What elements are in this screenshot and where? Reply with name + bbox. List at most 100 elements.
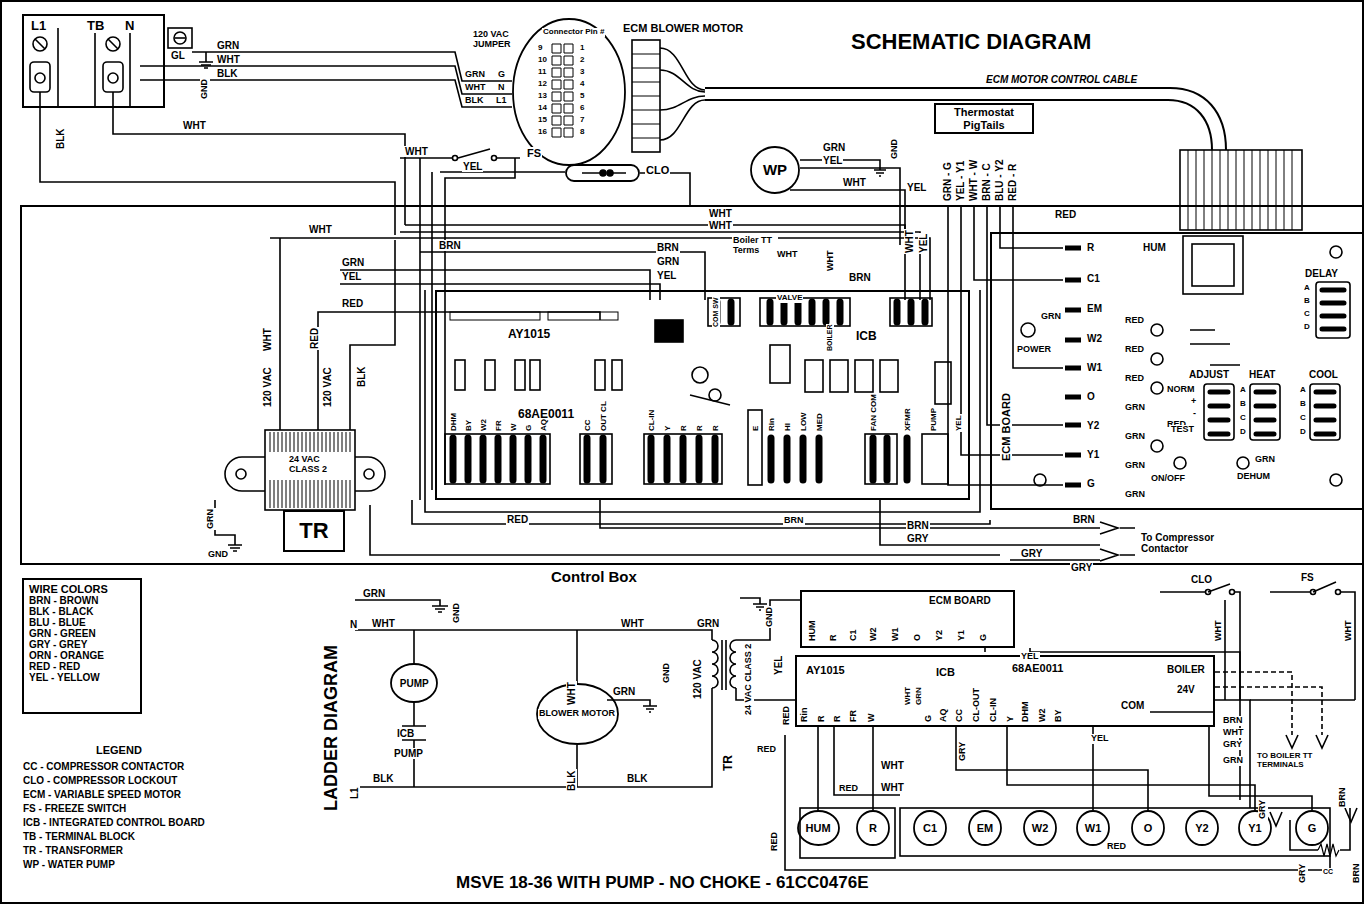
wire-line xyxy=(1256,392,1274,434)
wire-line xyxy=(595,360,605,390)
wire-label: G xyxy=(525,424,534,432)
wire-label: 24V xyxy=(1176,684,1196,695)
wire-line xyxy=(1330,474,1342,486)
circle-shape xyxy=(537,684,618,744)
wire-label: WHT xyxy=(1344,620,1354,643)
control-box: Control BoxAY101568AE0011ICBECM BOARDTR xyxy=(20,205,1364,565)
wire-line xyxy=(660,48,705,140)
wire-label: R xyxy=(696,424,705,432)
wire-label: FR xyxy=(849,709,859,723)
wire-label: WHT xyxy=(1214,620,1224,643)
wire-line xyxy=(1034,474,1046,486)
wire-label: 2 xyxy=(579,56,585,65)
circle-outline xyxy=(512,18,626,166)
wire-line xyxy=(865,434,897,484)
wire-line xyxy=(948,206,1063,485)
wire-line xyxy=(108,73,118,83)
node-text: C1 xyxy=(922,822,938,834)
wire-line xyxy=(1183,236,1243,294)
wire-label: GND xyxy=(200,78,210,100)
wire-label: PUMP xyxy=(393,748,424,759)
wire-line xyxy=(830,360,848,392)
wire-label: Boiler TT Terms xyxy=(732,236,778,256)
wire-line xyxy=(1190,330,1240,365)
wire-line xyxy=(548,312,618,320)
node-text: AY1015 xyxy=(507,328,551,341)
wire-label: RED xyxy=(1054,209,1077,220)
node-text: O xyxy=(1143,822,1154,834)
wire-label: YEL xyxy=(341,271,362,282)
wire-line xyxy=(445,434,550,484)
wire-label: R xyxy=(712,424,721,432)
wire-label: CC xyxy=(584,418,593,432)
node-text: ICB xyxy=(935,666,956,678)
wire-label: GRN xyxy=(656,256,680,267)
wire-label: FS - FREEZE SWITCH xyxy=(22,803,127,814)
wire-label: BLK xyxy=(566,769,577,792)
node-text: BLOWER MOTOR xyxy=(538,709,616,719)
wire-label: C1 xyxy=(849,628,859,642)
wire-label: GND xyxy=(452,602,462,624)
wire-label: YEL xyxy=(822,155,843,166)
wire-line xyxy=(1120,528,1135,555)
wire-line xyxy=(175,37,185,39)
wire-label: BLK xyxy=(626,773,649,784)
wire-label: 15 xyxy=(537,116,548,125)
wire-label: WHT xyxy=(708,208,733,219)
wire-line xyxy=(1151,382,1163,394)
wire-label: YEL xyxy=(955,414,964,432)
wire-label: D xyxy=(1299,428,1307,437)
wire-label: B xyxy=(1239,400,1247,409)
node-text: BRN - BROWN xyxy=(28,595,99,606)
wire-label: R xyxy=(680,424,689,432)
wire-label: Y1 xyxy=(957,629,967,642)
node-text: TR xyxy=(298,519,329,543)
wire-line xyxy=(265,430,355,510)
wire-line xyxy=(1336,590,1341,595)
wire-label: N xyxy=(497,83,506,93)
wire-label: WP - WATER PUMP xyxy=(22,859,116,870)
wire-line xyxy=(1313,582,1336,592)
wire-line xyxy=(655,320,683,342)
wire-label: CLO xyxy=(1190,574,1213,585)
wire-label: GRY xyxy=(1222,740,1243,750)
control-board: AY101568AE0011ICB xyxy=(435,290,970,500)
wire-label: WHT xyxy=(371,618,396,629)
wire-label: Rin xyxy=(768,417,777,432)
wire-label: G xyxy=(497,70,506,80)
wire-line xyxy=(1250,592,1355,700)
circle-shape xyxy=(914,811,946,845)
wire-line xyxy=(770,345,790,383)
wire-label: CC - COMPRESSOR CONTACTOR xyxy=(22,761,185,772)
wire-label: DHM xyxy=(450,412,459,432)
wire-label: 12 xyxy=(537,80,548,89)
node-text: ICB xyxy=(855,330,878,343)
wire-label: 10 xyxy=(537,56,548,65)
wire-label: RED xyxy=(1124,374,1145,384)
pump-circle: WP xyxy=(750,146,800,194)
node-text: Connector Pin # xyxy=(542,28,605,37)
wire-line xyxy=(1286,735,1328,748)
wire-line xyxy=(600,170,606,176)
wire-label: 120 VAC JUMPER xyxy=(472,30,516,50)
lockout-switch: CLO xyxy=(565,164,640,182)
wire-label: GRN xyxy=(362,588,386,599)
wire-label: BLK xyxy=(372,773,395,784)
wire-line xyxy=(785,735,1330,870)
wire-label: RED xyxy=(1124,316,1145,326)
wire-line xyxy=(1192,244,1234,286)
wire-label: WHT xyxy=(1222,728,1245,738)
wire-label: TO BOILER TT TERMINALS xyxy=(1256,752,1338,770)
wire-line xyxy=(612,360,622,390)
wire-label: AQ xyxy=(540,418,549,432)
wire-label: NORM xyxy=(1166,385,1196,395)
wire-label: YEL xyxy=(773,655,784,676)
wire-label: RED xyxy=(770,831,780,852)
node-text: 68AE0011 xyxy=(1011,662,1064,674)
wire-label: 16 xyxy=(537,128,548,137)
wire-line xyxy=(103,62,123,92)
wire-label: GRN xyxy=(612,686,636,697)
wire-line xyxy=(805,360,823,392)
thermostat-terminal: EM xyxy=(968,810,1002,846)
wire-label: WHT xyxy=(842,177,867,188)
